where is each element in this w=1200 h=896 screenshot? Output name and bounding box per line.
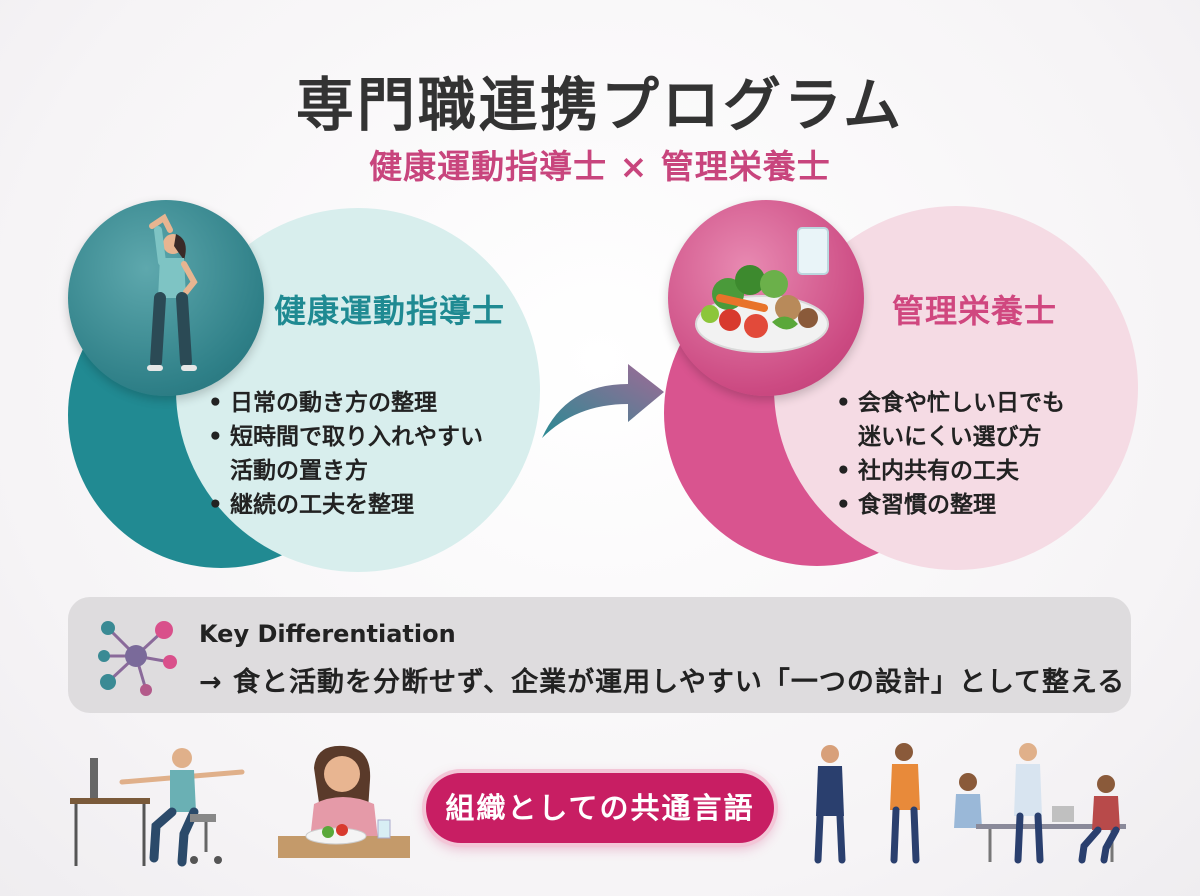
left-bullet-1: 日常の動き方の整理 — [208, 386, 483, 420]
right-bullet-1: 会食や忙しい日でも 迷いにくい選び方 — [836, 386, 1065, 454]
left-panel-title: 健康運動指導士 — [274, 292, 506, 330]
meal-plate-icon — [695, 227, 829, 353]
right-panel-title: 管理栄養士 — [892, 292, 1058, 330]
desk-stretch-icon — [70, 748, 245, 867]
network-icon — [98, 621, 177, 696]
page-subtitle: 健康運動指導士 × 管理栄養士 — [369, 147, 831, 186]
left-bullet-2: 短時間で取り入れやすい 活動の置き方 — [208, 420, 483, 488]
left-bullet-list: 日常の動き方の整理 短時間で取り入れやすい 活動の置き方 継続の工夫を整理 — [208, 386, 483, 522]
right-bullet-list: 会食や忙しい日でも 迷いにくい選び方 社内共有の工夫 食習慣の整理 — [836, 386, 1065, 522]
key-title: Key Differentiation — [199, 620, 456, 648]
team-meeting-icon — [814, 743, 1126, 864]
exercise-woman-icon — [147, 213, 198, 371]
right-bullet-2: 社内共有の工夫 — [836, 454, 1065, 488]
left-bullet-3: 継続の工夫を整理 — [208, 488, 483, 522]
key-differentiation-box — [68, 597, 1131, 713]
eating-woman-icon — [278, 745, 410, 858]
key-text: → 食と活動を分断せず、企業が運用しやすい「一つの設計」として整える — [199, 667, 1126, 698]
right-bullet-3: 食習慣の整理 — [836, 488, 1065, 522]
arrow-icon — [542, 364, 664, 438]
common-language-pill: 組織としての共通言語 — [426, 773, 774, 843]
page-title: 専門職連携プログラム — [295, 71, 905, 139]
